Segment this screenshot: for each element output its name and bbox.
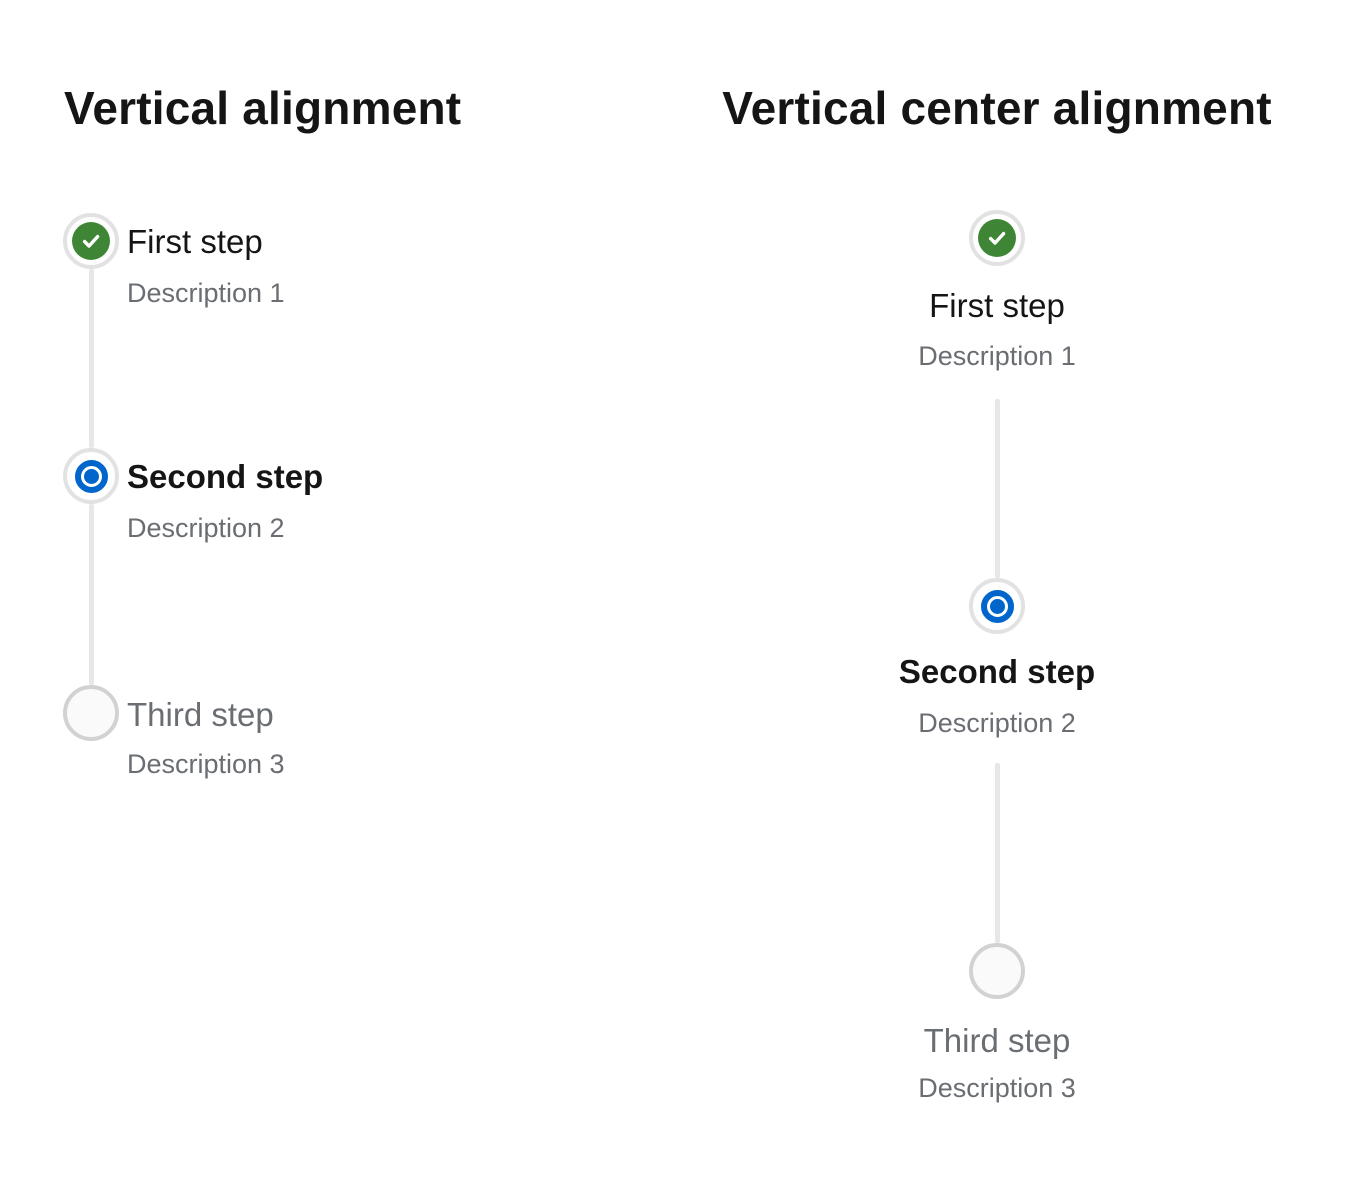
success-circle — [72, 222, 110, 260]
current-step-icon — [63, 448, 119, 504]
current-step-icon — [969, 578, 1025, 634]
step-title: First step — [929, 287, 1065, 324]
step-description: Description 3 — [918, 1073, 1076, 1103]
connector-line — [995, 763, 1000, 943]
step-title: First step — [127, 223, 263, 260]
step-title: Second step — [127, 458, 324, 495]
check-circle-icon — [63, 213, 119, 269]
step-description: Description 3 — [127, 749, 285, 779]
step-title: Second step — [898, 653, 1096, 690]
connector-line — [89, 269, 94, 448]
step-title: Third step — [127, 696, 274, 733]
section-title-vertical-alignment: Vertical alignment — [64, 82, 462, 134]
step-description: Description 2 — [127, 513, 285, 543]
section-title-vertical-center-alignment: Vertical center alignment — [722, 82, 1272, 134]
connector-line — [89, 504, 94, 685]
connector-line — [995, 399, 1000, 578]
success-circle — [978, 219, 1016, 257]
pending-step-icon — [969, 943, 1025, 999]
radio-dot — [83, 468, 99, 484]
radio-ring — [74, 459, 108, 493]
step-description: Description 2 — [918, 708, 1076, 738]
pending-step-icon — [63, 685, 119, 741]
step-description: Description 1 — [918, 341, 1076, 371]
check-circle-icon — [969, 210, 1025, 266]
step-title: Third step — [923, 1022, 1071, 1059]
step-description: Description 1 — [127, 278, 285, 308]
radio-dot — [989, 598, 1005, 614]
radio-ring — [980, 589, 1014, 623]
